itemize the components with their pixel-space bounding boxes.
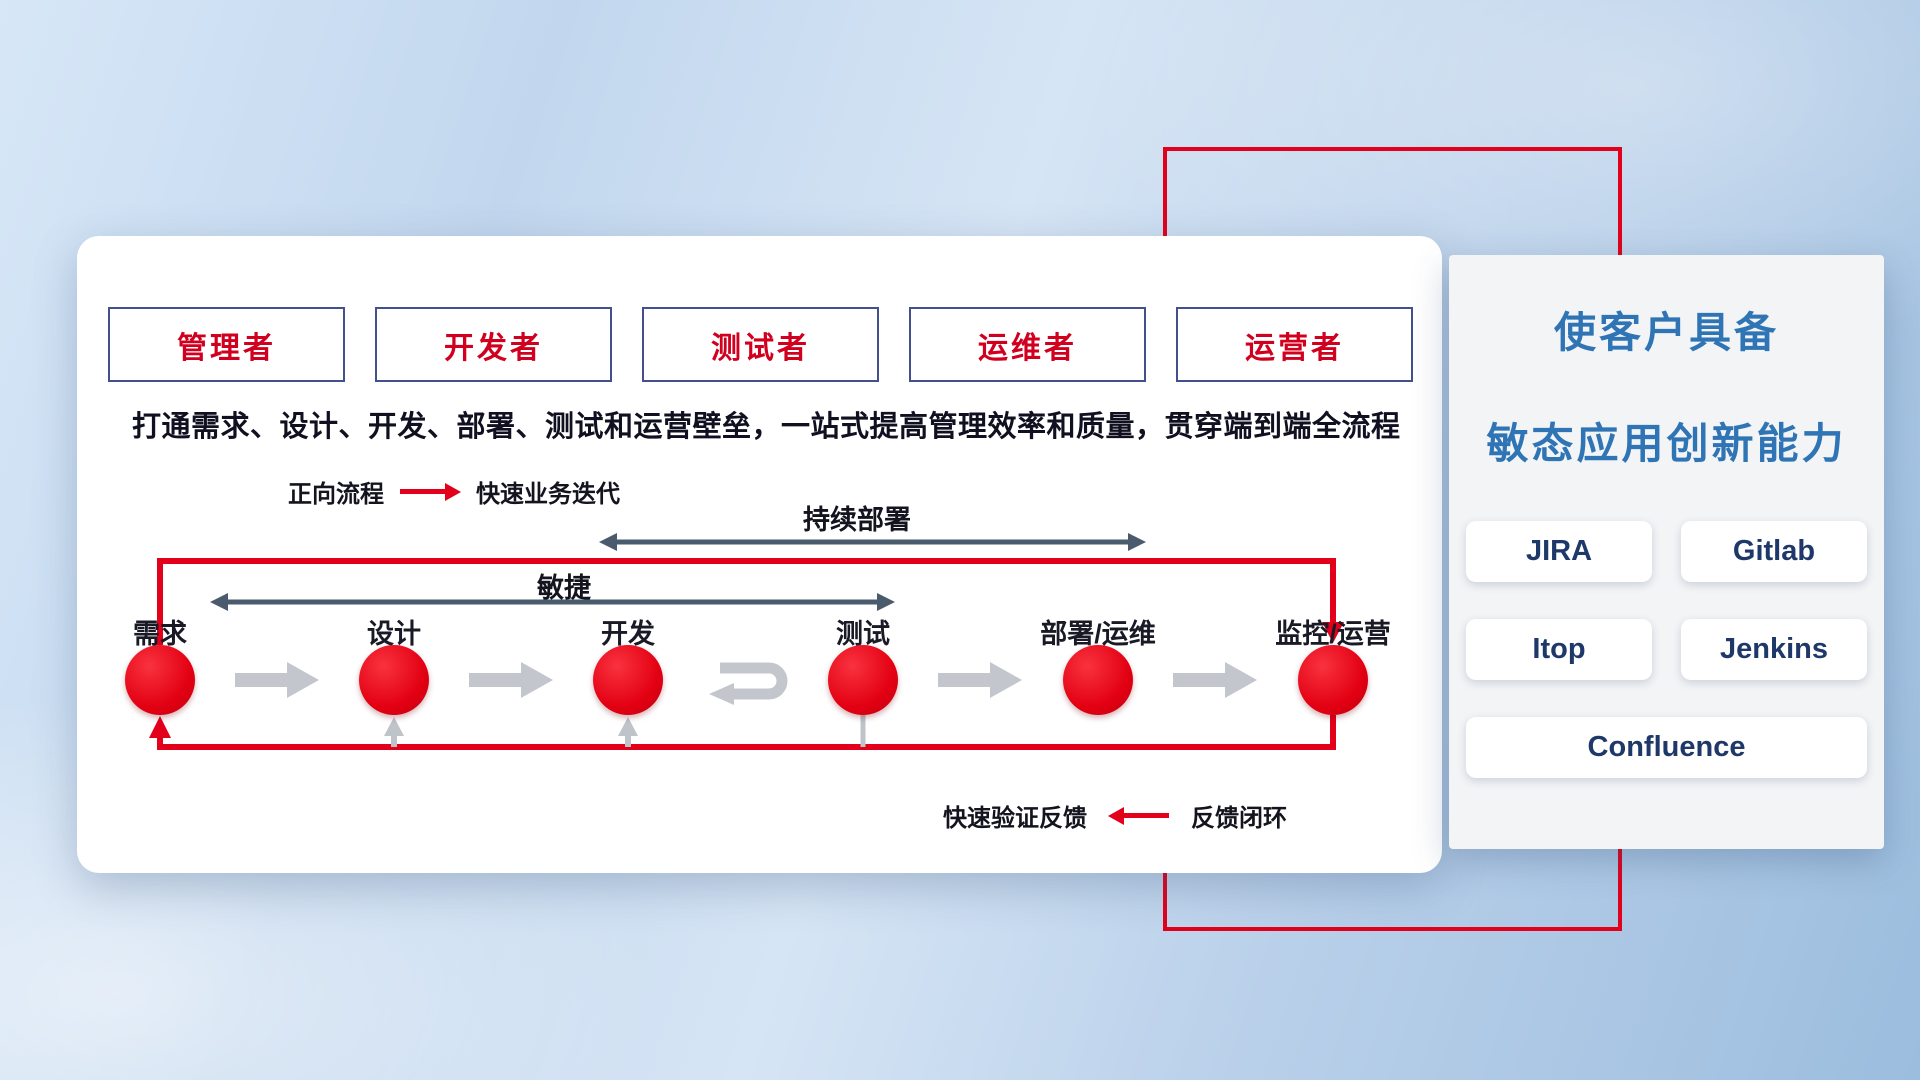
step-arrow-demand-design-icon [235, 662, 319, 698]
continuous-deploy-right-arrowhead-icon [1128, 533, 1146, 551]
feedback-branch-develop-arrowhead-icon [618, 717, 638, 736]
agile-right-arrowhead-icon [877, 593, 895, 611]
capability-title: 使客户具备 敏态应用创新能力 [1449, 255, 1884, 471]
forward-flow-desc: 快速业务迭代 [476, 481, 620, 508]
flow-diagram: 持续部署 敏捷 需求 设计 开发 测试 部署/运维 监控/运营 快速验证反馈 反… [77, 496, 1442, 856]
stage-circle-test [828, 645, 898, 715]
tool-chip-jira: JIRA [1466, 521, 1652, 582]
role-box-manager: 管理者 [108, 307, 345, 382]
stage-circle-design [359, 645, 429, 715]
step-arrow-test-deploy-icon [938, 662, 1022, 698]
continuous-deploy-left-arrowhead-icon [599, 533, 617, 551]
stage-circle-develop [593, 645, 663, 715]
stage-circle-deploy-ops [1063, 645, 1133, 715]
agile-label: 敏捷 [537, 573, 591, 603]
stage-label-demand: 需求 [133, 619, 187, 649]
stage-circle-monitor-ops [1298, 645, 1368, 715]
tool-chip-jenkins: Jenkins [1681, 619, 1867, 680]
tool-chip-itop: Itop [1466, 619, 1652, 680]
iteration-loop-icon [720, 662, 788, 700]
tools-grid: JIRA Gitlab Itop Jenkins Confluence [1449, 521, 1884, 778]
forward-flow-legend: 正向流程 快速业务迭代 [288, 474, 620, 509]
feedback-legend: 快速验证反馈 反馈闭环 [943, 798, 1287, 833]
forward-flow-label: 正向流程 [288, 481, 384, 508]
capability-title-line1: 使客户具备 [1553, 309, 1779, 356]
forward-arrow-icon [400, 489, 446, 494]
feedback-loop-arrowhead-icon [149, 716, 171, 738]
role-label-tester: 测试者 [711, 331, 810, 365]
feedback-arrow-icon [1123, 813, 1169, 818]
step-arrow-deploy-monitor-icon [1173, 662, 1257, 698]
forward-loop-arrowhead-icon [1322, 622, 1344, 643]
role-label-manager: 管理者 [177, 331, 276, 365]
flow-lines [149, 533, 1344, 750]
stage-label-test: 测试 [836, 619, 890, 649]
role-box-tester: 测试者 [642, 307, 879, 382]
feedback-text: 快速验证反馈 [943, 805, 1087, 832]
stage-label-monitor-ops: 监控/运营 [1275, 619, 1391, 649]
stage-label-deploy-ops: 部署/运维 [1040, 619, 1156, 649]
capability-panel: 使客户具备 敏态应用创新能力 JIRA Gitlab Itop Jenkins … [1449, 255, 1884, 849]
role-label-operator: 运营者 [1245, 331, 1344, 365]
agile-left-arrowhead-icon [210, 593, 228, 611]
tool-chip-confluence: Confluence [1466, 717, 1867, 778]
continuous-deploy-label: 持续部署 [803, 505, 911, 535]
devops-flow-panel: 管理者 开发者 测试者 运维者 运营者 打通需求、设计、开发、部署、测试和运营壁… [77, 236, 1442, 873]
step-arrow-design-develop-icon [469, 662, 553, 698]
role-box-ops: 运维者 [909, 307, 1146, 382]
forward-loop-line [157, 558, 1336, 645]
feedback-loop-label: 反馈闭环 [1191, 805, 1287, 832]
panel-description: 打通需求、设计、开发、部署、测试和运营壁垒，一站式提高管理效率和质量，贯穿端到端… [132, 411, 1401, 443]
stage-label-develop: 开发 [601, 619, 655, 649]
stage-label-design: 设计 [367, 619, 421, 649]
role-label-ops: 运维者 [978, 331, 1077, 365]
role-box-operator: 运营者 [1176, 307, 1413, 382]
roles-row: 管理者 开发者 测试者 运维者 运营者 [108, 307, 1413, 382]
role-box-developer: 开发者 [375, 307, 612, 382]
role-label-developer: 开发者 [444, 331, 543, 365]
feedback-branch-design-arrowhead-icon [384, 717, 404, 736]
iteration-loop-arrowhead-icon [709, 683, 734, 705]
stage-circle-demand [125, 645, 195, 715]
capability-title-line2: 敏态应用创新能力 [1486, 420, 1847, 467]
feedback-loop-line [157, 715, 1336, 750]
tool-chip-gitlab: Gitlab [1681, 521, 1867, 582]
